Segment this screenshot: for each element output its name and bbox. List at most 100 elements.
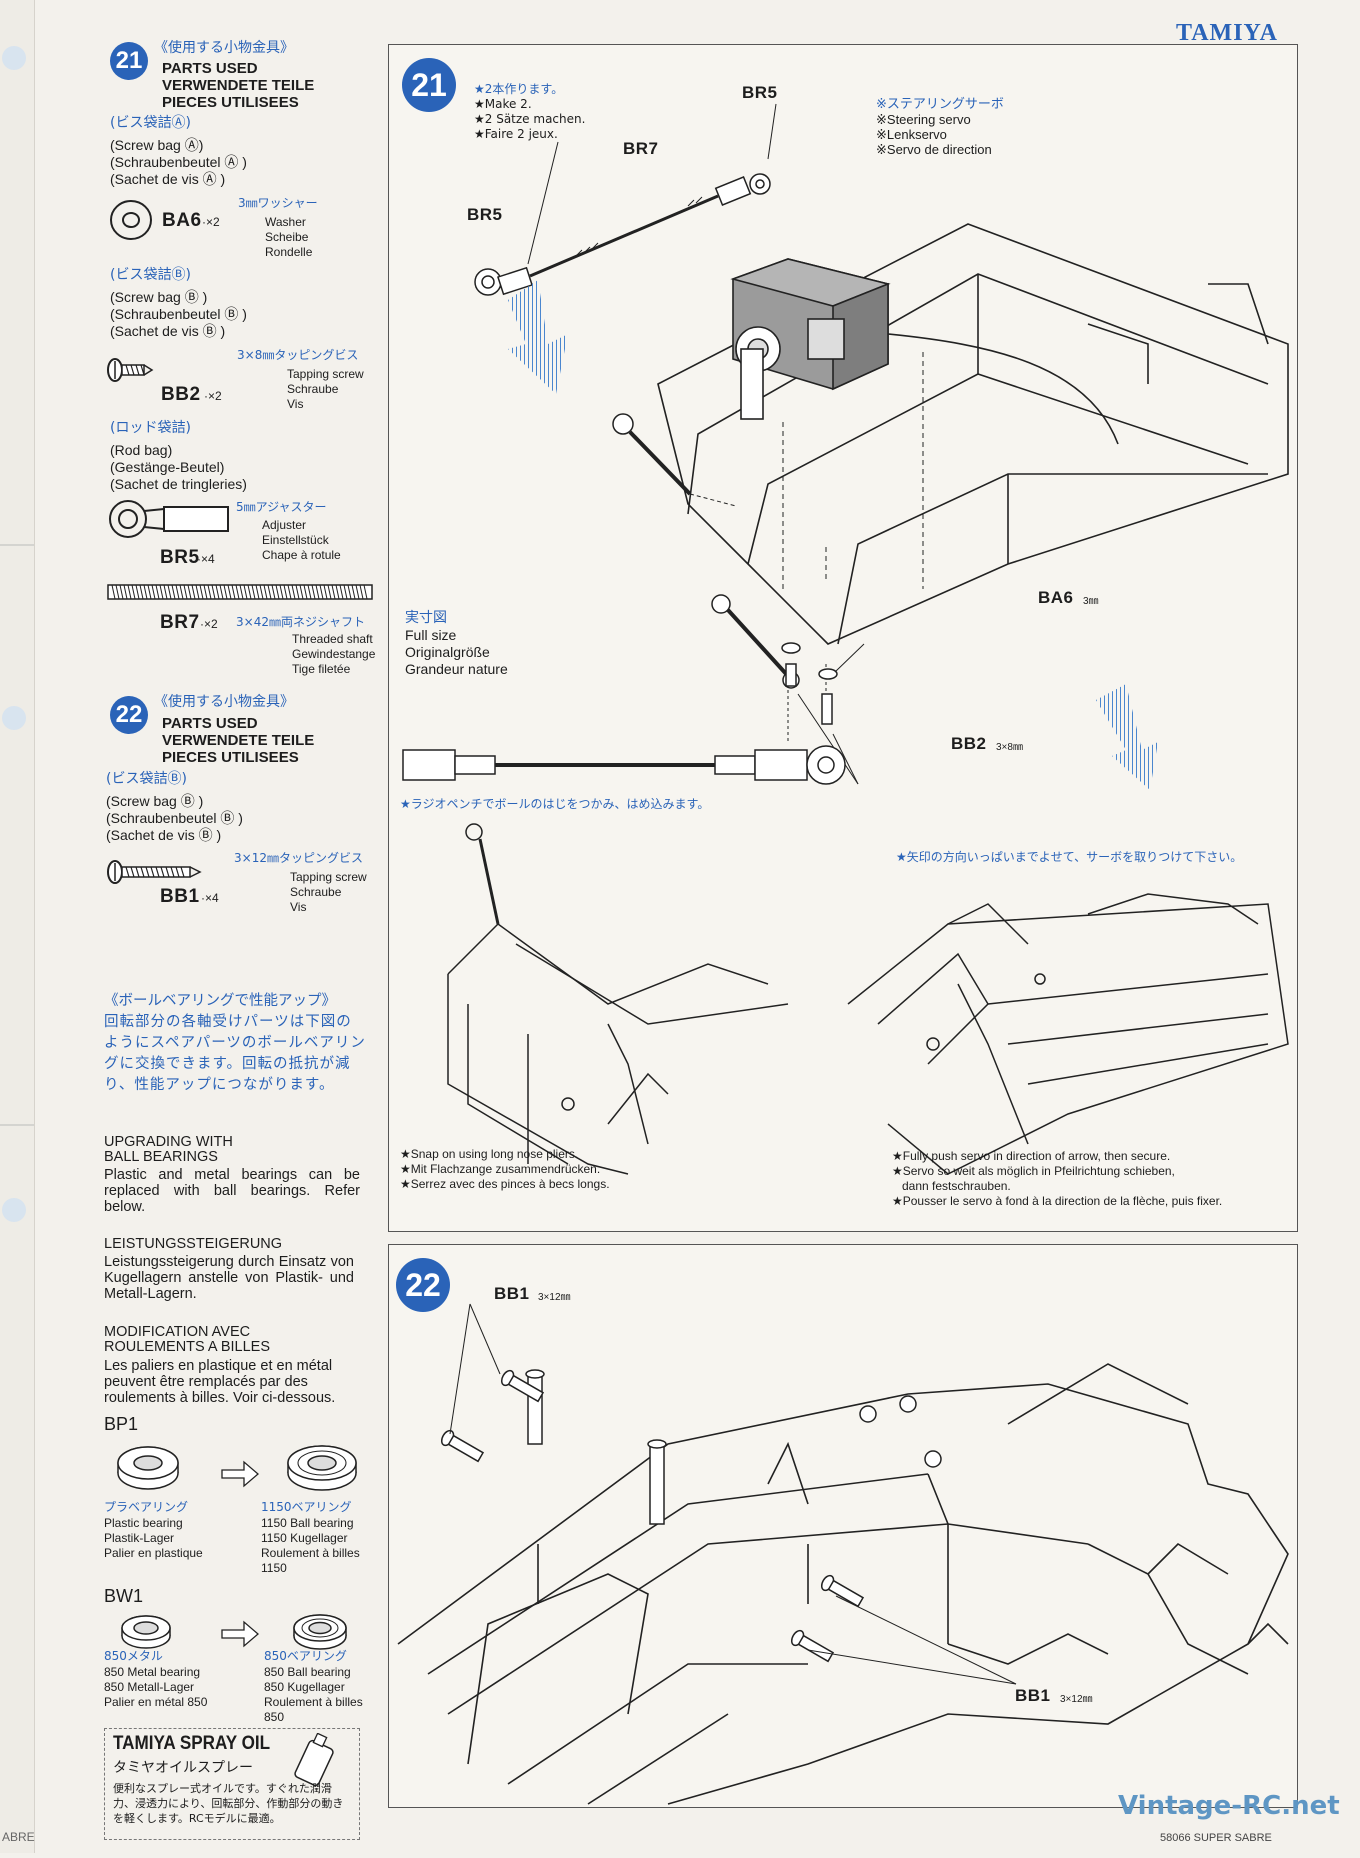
servo-push-en: ★Fully push servo in direction of arrow,… xyxy=(892,1149,1171,1163)
bag-a-de: (Schraubenbeutel Ⓐ ) xyxy=(110,154,247,170)
screw-bb1-icon xyxy=(107,860,202,884)
ba6-names: Washer Scheibe Rondelle xyxy=(265,215,312,260)
bp1-from-en: Plastic bearing xyxy=(104,1516,183,1530)
s22-title-fr: PIECES UTILISEES xyxy=(162,749,299,766)
bp1-to-fr2: 1150 xyxy=(261,1561,287,1575)
bb1-size: 3×12㎜タッピングビス xyxy=(234,851,363,865)
label-bb1-top-size: 3×12㎜ xyxy=(538,1292,571,1303)
rod-bag-jp: (ロッド袋詰) xyxy=(110,420,191,436)
bw1-bearing-swap xyxy=(121,1614,347,1650)
bb2-en: Tapping screw xyxy=(287,367,364,381)
label-bb2-size: 3×8㎜ xyxy=(996,742,1023,753)
bb2-de: Schraube xyxy=(287,382,339,396)
br5-size: 5㎜アジャスター xyxy=(236,500,327,514)
step-21-badge: 21 xyxy=(110,42,148,80)
bw1-from-de: 850 Metall-Lager xyxy=(104,1680,195,1694)
ball-bearing-1150-icon xyxy=(287,1445,357,1491)
s21-title-en: PARTS USED xyxy=(162,60,258,77)
bp1-code: BP1 xyxy=(104,1414,139,1434)
label-bb1-bottom: BB1 xyxy=(1015,1686,1051,1705)
pliers-detail xyxy=(447,823,789,1175)
bag-a-en: (Screw bag Ⓐ) xyxy=(110,137,204,153)
bw1-from-jp: 850メタル xyxy=(104,1649,163,1663)
rod-assembly xyxy=(474,103,777,296)
bearing-fr-title-1: MODIFICATION AVEC xyxy=(104,1324,251,1340)
br5-code: BR5 xyxy=(160,547,200,568)
panel-22-badge: 22 xyxy=(396,1258,450,1312)
steering-servo-de: ※Lenkservo xyxy=(876,127,947,142)
br7-en: Threaded shaft xyxy=(292,632,373,646)
posts-22 xyxy=(525,1369,942,1525)
br5-en: Adjuster xyxy=(262,518,307,532)
bb1-fr: Vis xyxy=(290,900,307,914)
bearing-body-jp: 回転部分の各軸受けパーツは下図のようにスペアパーツのボールベアリングに交換できま… xyxy=(104,1014,366,1093)
bw1-to-fr: Roulement à billes xyxy=(264,1695,363,1709)
bp1-to: 1150 Ball bearing 1150 Kugellager Roulem… xyxy=(261,1516,360,1576)
s22-bag-b-de: (Schraubenbeutel Ⓑ ) xyxy=(106,810,243,826)
ba6-code: BA6 xyxy=(162,210,202,231)
s22-bag-b-en: (Screw bag Ⓑ ) xyxy=(106,793,204,809)
bw1-to-en: 850 Ball bearing xyxy=(264,1665,351,1679)
bp1-from: Plastic bearing Plastik-Lager Palier en … xyxy=(104,1516,203,1561)
servo-push-de-2: dann festschrauben. xyxy=(902,1179,1011,1193)
br5-de: Einstellstück xyxy=(262,533,329,547)
label-br5-top: BR5 xyxy=(742,83,778,102)
steering-servo-en: ※Steering servo xyxy=(876,112,971,127)
s22-title-de: VERWENDETE TEILE xyxy=(162,732,315,749)
bb2-code: BB2 xyxy=(161,384,201,405)
bearing-de-title: LEISTUNGSSTEIGERUNG xyxy=(104,1236,283,1252)
bb2-names: Tapping screw Schraube Vis xyxy=(287,367,364,412)
panel-21-badge: 21 xyxy=(402,58,456,112)
bearing-en-title-2: BALL BEARINGS xyxy=(104,1149,218,1165)
bp1-to-de: 1150 Kugellager xyxy=(261,1531,348,1545)
bw1-from: 850 Metal bearing 850 Metall-Lager Palie… xyxy=(104,1665,207,1710)
bw1-from-fr: Palier en métal 850 xyxy=(104,1695,208,1709)
bp1-to-fr: Roulement à billes xyxy=(261,1546,360,1560)
ball-bearing-850-icon xyxy=(293,1614,347,1650)
bearing-title-jp: 《ボールベアリングで性能アップ》 xyxy=(104,993,336,1009)
br5-names: Adjuster Einstellstück Chape à rotule xyxy=(262,518,341,563)
step-21-drawing xyxy=(402,103,1289,1175)
make-two-jp: ★2本作ります。 xyxy=(474,82,564,96)
arrow-right-icon xyxy=(221,1620,259,1648)
pliers-note-en: ★Snap on using long nose pliers. xyxy=(400,1147,579,1161)
washer-ba6-icon xyxy=(110,200,152,240)
ba6-en: Washer xyxy=(265,215,306,229)
label-ba6: BA6 xyxy=(1038,588,1074,607)
bag-a-jp: (ビス袋詰Ⓐ) xyxy=(110,115,191,131)
br5-qty: ·×4 xyxy=(197,552,215,566)
full-size-rod xyxy=(402,745,846,785)
s22-parts-title: PARTS USED VERWENDETE TEILE PIECES UTILI… xyxy=(162,715,314,766)
servo-push-fr: ★Pousser le servo à fond à la direction … xyxy=(892,1194,1223,1208)
pliers-note-jp: ★ラジオペンチでボールのはじをつかみ、はめ込みます。 xyxy=(400,797,710,811)
left-page-edge-ghost xyxy=(0,0,34,1853)
br7-fr: Tige filetée xyxy=(292,662,351,676)
bp1-bearing-swap xyxy=(117,1445,357,1491)
make-two-en: ★Make 2. xyxy=(474,97,532,111)
bearing-de-body: Leistungssteigerung durch Einsatz von Ku… xyxy=(104,1254,354,1302)
bag-b-fr: (Sachet de vis Ⓑ ) xyxy=(110,323,226,339)
left-page-edge xyxy=(0,0,35,1853)
bearing-fr-body: Les paliers en plastique et en métal peu… xyxy=(104,1358,336,1406)
s21-title-de: VERWENDETE TEILE xyxy=(162,77,315,94)
steering-servo-jp: ※ステアリングサーボ xyxy=(876,97,1004,112)
bw1-from-en: 850 Metal bearing xyxy=(104,1665,201,1679)
label-bb2: BB2 xyxy=(951,734,987,753)
servo-push-note: ★Fully push servo in direction of arrow,… xyxy=(892,1149,1222,1209)
bb1-code: BB1 xyxy=(160,886,200,907)
steering-servo-note: ※ステアリングサーボ ※Steering servo ※Lenkservo ※S… xyxy=(876,97,1004,157)
pliers-note: ★Snap on using long nose pliers. ★Mit Fl… xyxy=(400,1147,610,1192)
arrow-down-icon xyxy=(1096,684,1158,790)
ba6-qty: ·×2 xyxy=(202,215,220,229)
label-br5-left: BR5 xyxy=(467,205,503,224)
rod-bag-en: (Rod bag) xyxy=(110,442,173,458)
brand-logo: TAMIYA xyxy=(1176,20,1279,46)
s22-bag-b-fr: (Sachet de vis Ⓑ ) xyxy=(106,827,222,843)
rod-assembly-lower xyxy=(612,413,800,689)
bag-b-de: (Schraubenbeutel Ⓑ ) xyxy=(110,306,247,322)
adjuster-br5-icon xyxy=(109,500,229,538)
full-size-en: Full size xyxy=(405,627,457,643)
bw1-to-de: 850 Kugellager xyxy=(264,1680,345,1694)
servo-push-note-jp: ★矢印の方向いっぱいまでよせて、サーボを取りつけて下さい。 xyxy=(896,850,1243,864)
spray-can-icon xyxy=(294,1733,334,1787)
